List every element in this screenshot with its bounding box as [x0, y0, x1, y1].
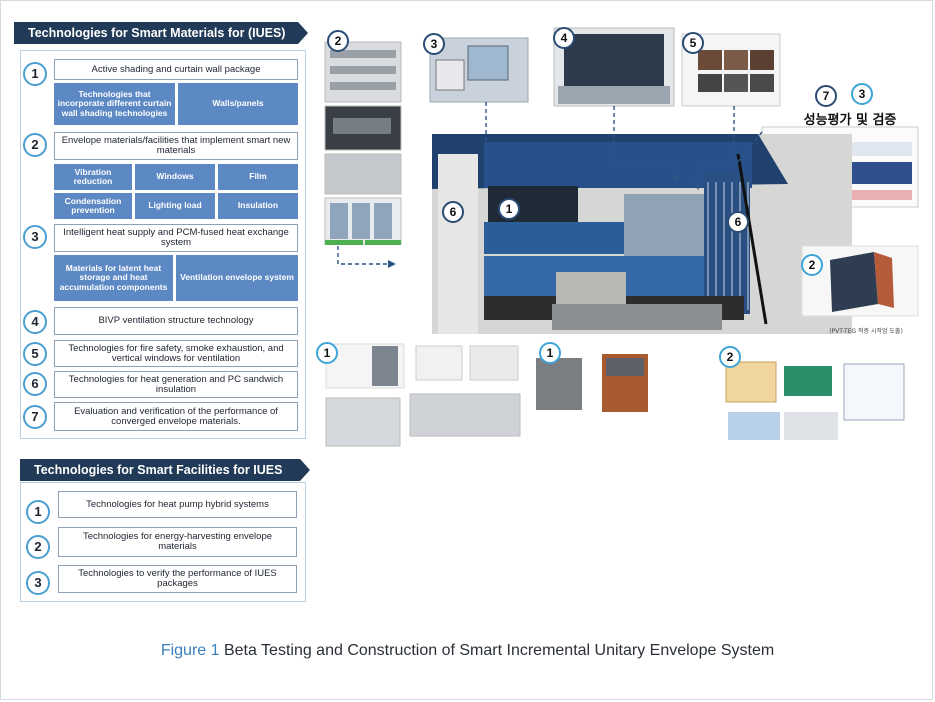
facilities-item-3-label: Technologies to verify the performance o…	[58, 565, 297, 593]
materials-item-1-sub-2: Walls/panels	[178, 83, 298, 125]
materials-item-2-sub-2: Windows	[135, 164, 215, 190]
figure-marker-7: 7	[815, 85, 837, 107]
materials-item-2-label: Envelope materials/facilities that imple…	[54, 132, 298, 160]
facilities-item-2-label: Technologies for energy-harvesting envel…	[58, 527, 297, 557]
pvt-teg-caption: (PVT-TEG 적층 시작업 도출)	[829, 328, 903, 335]
materials-item-1-number: 1	[23, 62, 47, 86]
materials-item-1-sub-1: Technologies that incorporate different …	[54, 83, 175, 125]
materials-item-2-sub-4: Condensation prevention	[54, 193, 132, 219]
figure-marker-2-pvt: 2	[801, 254, 823, 276]
materials-item-1-label: Active shading and curtain wall package	[54, 59, 298, 80]
materials-item-3-sub-1: Materials for latent heat storage and he…	[54, 255, 173, 301]
materials-item-3-sub-2: Ventilation envelope system	[176, 255, 298, 301]
materials-item-2-sub-1: Vibration reduction	[54, 164, 132, 190]
materials-panel: 1 Active shading and curtain wall packag…	[20, 50, 306, 439]
performance-evaluation-label: 성능평가 및 검증	[803, 113, 897, 128]
figure-marker-1-building: 1	[498, 198, 520, 220]
materials-item-7-label: Evaluation and verification of the perfo…	[54, 402, 298, 431]
figure-marker-3: 3	[423, 33, 445, 55]
figure-caption: Figure 1 Beta Testing and Construction o…	[0, 642, 935, 660]
materials-item-2-sub-6: Insulation	[218, 193, 298, 219]
materials-item-3-number: 3	[23, 225, 47, 249]
facilities-item-1-label: Technologies for heat pump hybrid system…	[58, 491, 297, 518]
facilities-item-1-number: 1	[26, 500, 50, 524]
figure-marker-6-right: 6	[727, 211, 749, 233]
materials-item-5-label: Technologies for fire safety, smoke exha…	[54, 340, 298, 367]
figure-marker-2: 2	[327, 30, 349, 52]
materials-item-7-number: 7	[23, 405, 47, 429]
facilities-item-3-number: 3	[26, 571, 50, 595]
figure-marker-1-bottom-left: 1	[316, 342, 338, 364]
figure-marker-5: 5	[682, 32, 704, 54]
materials-header: Technologies for Smart Materials for (IU…	[14, 22, 308, 44]
facilities-panel: 1 Technologies for heat pump hybrid syst…	[20, 482, 306, 602]
facilities-header: Technologies for Smart Facilities for IU…	[20, 459, 310, 481]
figure-number: Figure 1	[160, 642, 220, 659]
figure-caption-text: Beta Testing and Construction of Smart I…	[223, 642, 775, 659]
materials-item-6-label: Technologies for heat generation and PC …	[54, 371, 298, 398]
figure-marker-1-bottom-mid: 1	[539, 342, 561, 364]
materials-item-4-number: 4	[23, 310, 47, 334]
figure-marker-2-bottom-right: 2	[719, 346, 741, 368]
materials-item-2-sub-5: Lighting load	[135, 193, 215, 219]
materials-item-6-number: 6	[23, 372, 47, 396]
figure-marker-6-left: 6	[442, 201, 464, 223]
materials-item-4-label: BIVP ventilation structure technology	[54, 307, 298, 335]
building-illustration	[324, 27, 919, 447]
materials-item-5-number: 5	[23, 342, 47, 366]
materials-item-3-label: Intelligent heat supply and PCM-fused he…	[54, 224, 298, 252]
materials-item-2-sub-3: Film	[218, 164, 298, 190]
figure-marker-4: 4	[553, 27, 575, 49]
facilities-item-2-number: 2	[26, 535, 50, 559]
figure-marker-3-perf: 3	[851, 83, 873, 105]
materials-item-2-number: 2	[23, 133, 47, 157]
